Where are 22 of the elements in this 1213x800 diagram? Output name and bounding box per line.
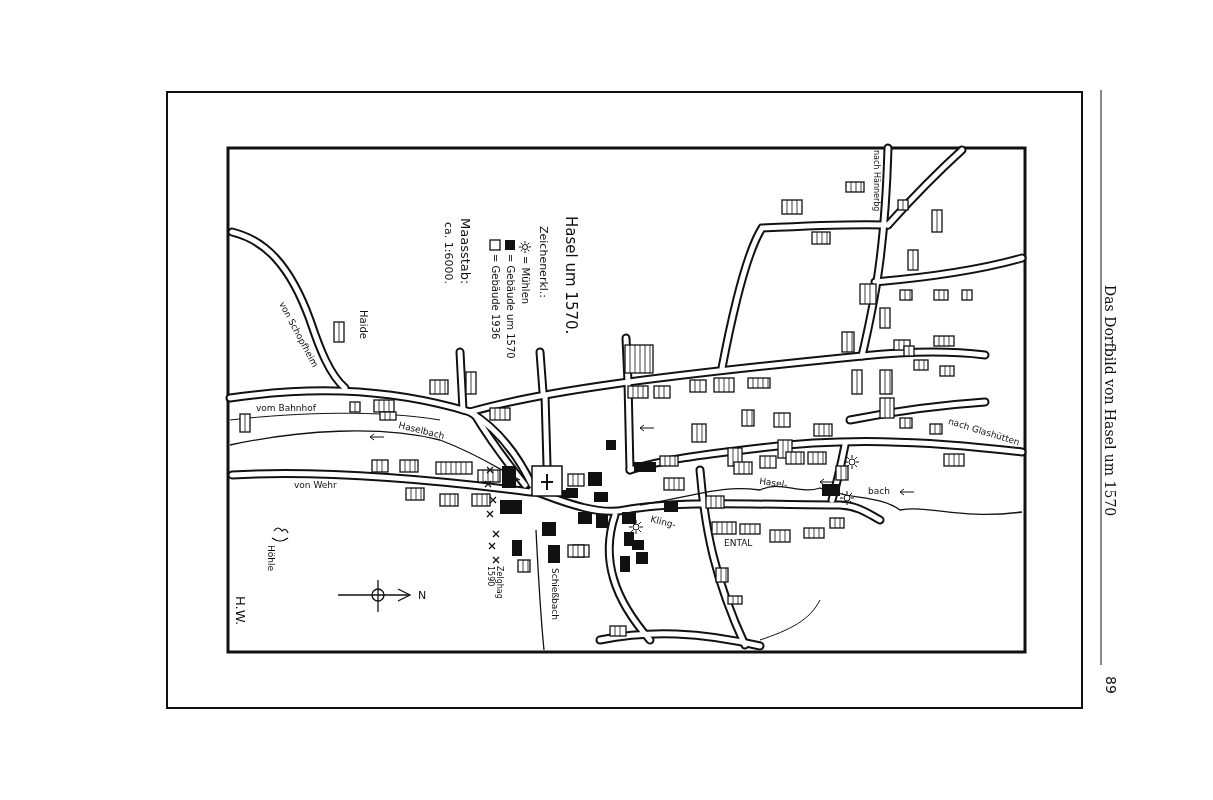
legend-text: = Mühlen	[519, 256, 531, 305]
road-label: von Wehr	[294, 480, 337, 490]
north-label: N	[418, 590, 427, 602]
place-label: Höhle	[266, 545, 276, 571]
area-label: Haide	[358, 310, 369, 339]
brook-label: Schießbach	[550, 568, 560, 620]
legend-heading: Zeichenerkl.:	[537, 226, 549, 299]
road-label: nach Hännerbg	[872, 150, 881, 212]
legend-text: = Gebäude um 1570	[504, 254, 516, 359]
road-label: vom Bahnhof	[256, 403, 316, 413]
author-initials: H.W.	[233, 596, 247, 626]
scale-heading: Maasstab:	[458, 218, 472, 285]
page-header: Das Dorfbild von Hasel um 1570	[1104, 285, 1116, 517]
fence-label: Zelghag 1590	[486, 566, 504, 601]
page-number: 89	[1103, 676, 1118, 694]
legend-text: = Gebäude 1936	[489, 254, 501, 340]
map-title: Hasel um 1570.	[563, 216, 579, 335]
place-label: Kling-	[649, 514, 677, 530]
brook-label: Hasel-	[758, 476, 788, 490]
place-label: ENTAL	[724, 538, 753, 548]
brook-label: bach	[868, 486, 890, 496]
scale-text: ca. 1:6000.	[442, 222, 454, 284]
